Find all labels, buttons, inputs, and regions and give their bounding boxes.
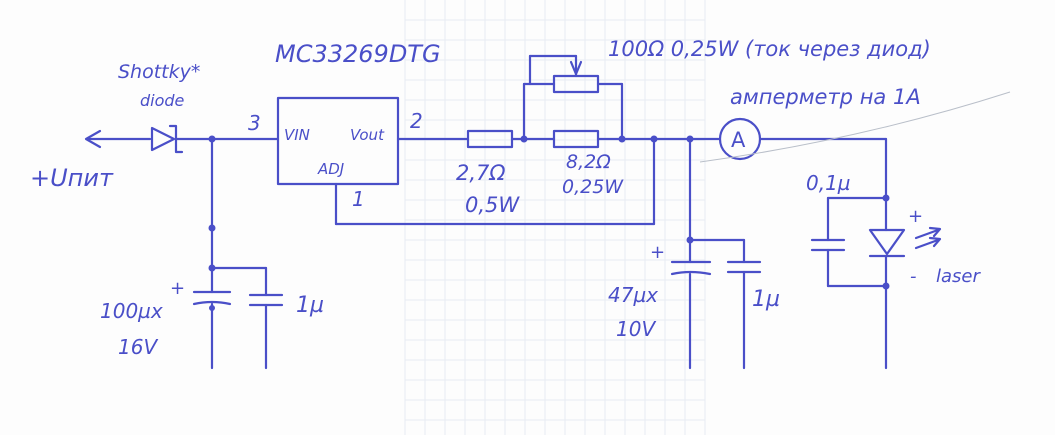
text-labels: Shottky* diode +Uпит MC33269DTG VIN Vout…	[30, 37, 981, 359]
output-capacitor-voltage: 10V	[616, 317, 656, 341]
potentiometer-note: 100Ω 0,25W (ток через диод)	[608, 37, 931, 61]
ammeter	[718, 117, 888, 200]
output-capacitor-1u	[726, 260, 762, 370]
ammeter-symbol: A	[731, 128, 746, 152]
pin2-label: 2	[410, 109, 423, 133]
laser-label: laser	[936, 266, 981, 287]
resistor-2-power: 0,25W	[562, 176, 624, 198]
schottky-diode	[150, 124, 280, 154]
input-terminal	[84, 129, 152, 149]
diode-name-label: Shottky*	[118, 61, 200, 83]
input-capacitor-100u	[192, 266, 232, 370]
input-voltage-label: +Uпит	[30, 164, 114, 192]
pin1-label: 1	[352, 187, 365, 211]
output-cap-plus-mark: +	[650, 242, 665, 263]
resistor-1-power: 0,5W	[465, 193, 520, 217]
ic-adj-label: ADJ	[317, 160, 344, 178]
trim-potentiometer	[520, 54, 626, 143]
pin3-label: 3	[248, 111, 261, 135]
ammeter-note: амперметр на 1А	[730, 85, 921, 109]
input-capacitor-value: 100µx	[100, 299, 163, 323]
ic-vin-label: VIN	[284, 126, 310, 144]
resistor-8r2	[552, 129, 600, 149]
laser-section	[810, 194, 942, 370]
input-capacitor-1u	[248, 266, 284, 370]
input-capacitor-voltage: 16V	[118, 335, 158, 359]
resistor-2r7	[466, 129, 514, 149]
diode-sub-label: diode	[140, 91, 185, 110]
resistor-1-value: 2,7Ω	[456, 161, 505, 185]
output-node	[650, 135, 746, 264]
output-capacitor-value: 47µx	[608, 283, 658, 307]
output-capacitor-2-value: 1µ	[752, 287, 780, 312]
ic-name-label: MC33269DTG	[275, 40, 441, 68]
ic-vout-label: Vout	[350, 126, 385, 144]
regulator-ic	[276, 96, 400, 186]
laser-plus-mark: +	[908, 206, 923, 227]
resistor-2-value: 8,2Ω	[566, 151, 611, 173]
laser-minus-mark: -	[910, 266, 917, 287]
grid-paper	[404, 0, 706, 435]
adj-feedback-wire	[334, 137, 656, 226]
input-node	[208, 135, 268, 272]
output-capacitor-47u	[670, 238, 712, 370]
pencil-guide	[699, 91, 1011, 163]
input-capacitor-2-value: 1µ	[296, 293, 324, 318]
laser-capacitor-value: 0,1µ	[806, 171, 851, 195]
input-cap-plus-mark: +	[170, 278, 185, 299]
